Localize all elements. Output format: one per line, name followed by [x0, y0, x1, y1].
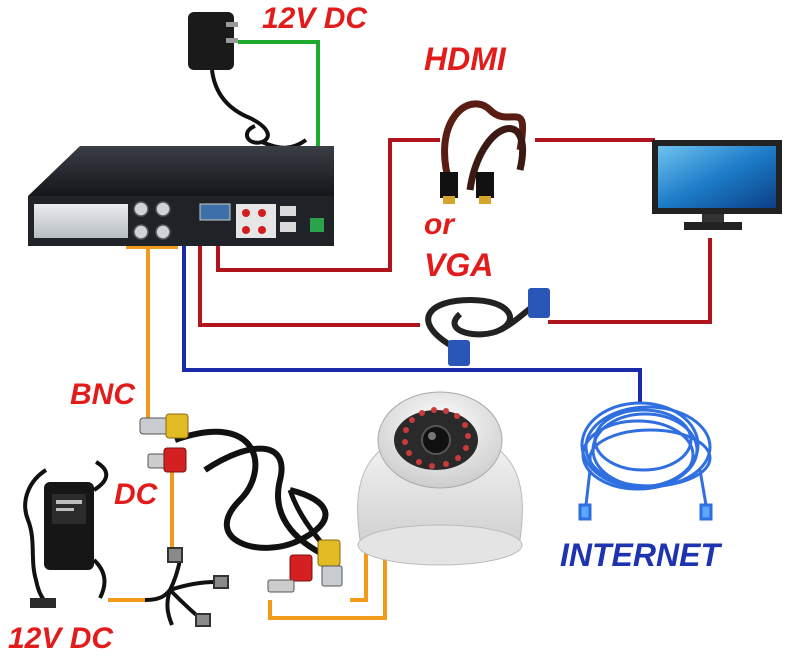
dvr-recorder — [28, 146, 334, 246]
extension-cable — [139, 413, 343, 593]
label-internet: INTERNET — [560, 537, 722, 573]
hdmi-wire-red — [216, 138, 655, 272]
label-power-bottom: 12V DC — [8, 622, 114, 655]
vga-wire-red — [198, 222, 712, 327]
network-cable — [578, 401, 713, 521]
bnc-ports — [133, 201, 171, 240]
label-power-top: 12V DC — [262, 2, 368, 35]
camera-wire-orange — [108, 193, 387, 620]
label-or: or — [424, 208, 456, 241]
monitor — [652, 140, 782, 230]
label-vga: VGA — [424, 247, 493, 283]
label-dc: DC — [114, 478, 159, 511]
vga-cable — [425, 288, 550, 366]
label-hdmi: HDMI — [424, 41, 507, 77]
power-splitter — [144, 547, 229, 627]
power-adapter-bottom — [23, 460, 109, 608]
hdmi-cable — [440, 100, 527, 204]
dome-camera — [357, 391, 523, 566]
label-bnc: BNC — [70, 378, 136, 411]
